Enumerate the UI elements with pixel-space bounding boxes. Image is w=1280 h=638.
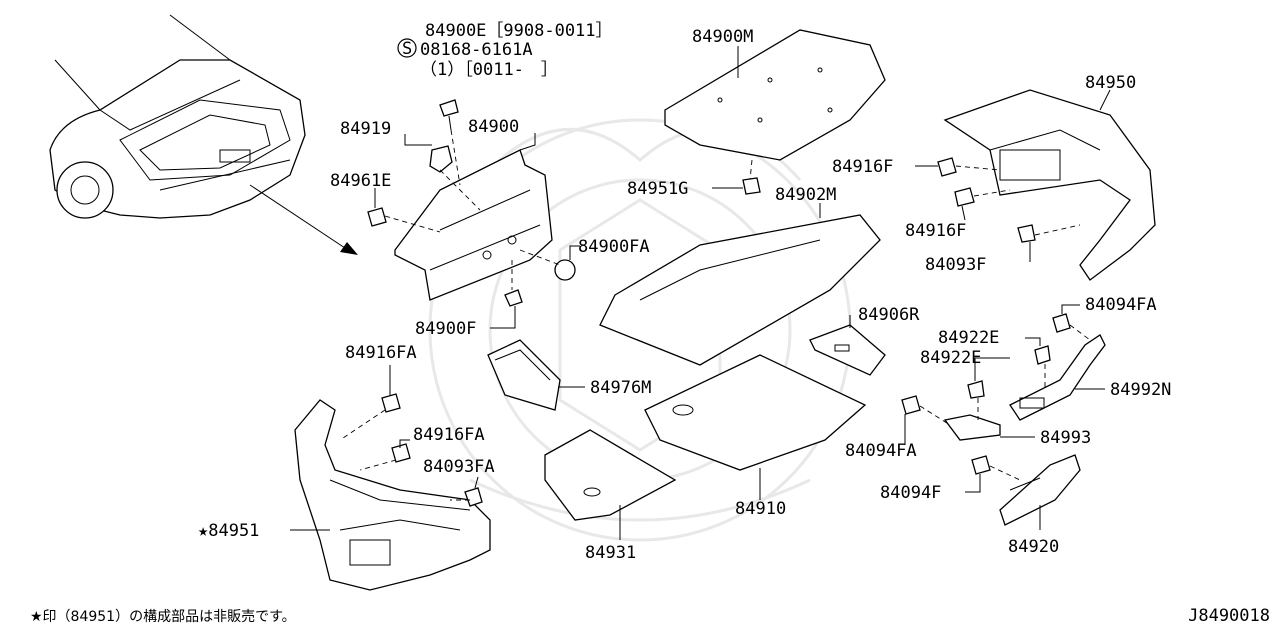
callout-84931: 84931 — [585, 543, 636, 563]
callout-84916F-a: 84916F — [832, 157, 893, 177]
part-84900-trim — [394, 149, 553, 301]
footnote: ★印（84951）の構成部品は非販売です。 — [30, 609, 296, 625]
drawing-code: J8490018 — [1188, 606, 1270, 626]
callout-84922E-b: 84922E — [920, 348, 981, 368]
callout-84900F: 84900F — [415, 319, 476, 339]
callout-84961E: 84961E — [330, 171, 391, 191]
callout-labels: 84900E［9908-0011］ 08168-6161A （1）［0011- … — [198, 21, 1171, 563]
clip-84900FA — [554, 259, 576, 281]
callout-84922E-a: 84922E — [938, 328, 999, 348]
callout-84916FA-b: 84916FA — [413, 425, 485, 445]
part-84900M-lid — [664, 29, 886, 161]
callout-84900M: 84900M — [692, 27, 753, 47]
screw-symbol-letter: S — [402, 39, 412, 59]
callout-84919: 84919 — [340, 119, 391, 139]
callout-84094F: 84094F — [880, 483, 941, 503]
part-84931 — [544, 429, 677, 521]
callout-84910: 84910 — [735, 499, 786, 519]
car-rear-illustration — [49, 14, 306, 219]
clip-84900F — [504, 289, 523, 307]
callout-84093FA: 84093FA — [423, 457, 495, 477]
callout-84993: 84993 — [1040, 428, 1091, 448]
callout-84976M: 84976M — [590, 378, 651, 398]
clip-84094FA-a — [1052, 313, 1071, 333]
clip-84961E — [367, 207, 387, 227]
clip-84916FA-a — [381, 393, 401, 413]
clip-84094FA-b — [901, 395, 921, 415]
part-84906R — [809, 324, 886, 376]
clip-84094F — [971, 455, 991, 475]
clip-84093F — [1017, 224, 1036, 243]
screw-84900E — [439, 99, 459, 131]
callout-84920: 84920 — [1008, 537, 1059, 557]
clip-84916F-b — [954, 187, 975, 207]
part-84910-board — [644, 354, 867, 471]
callout-84094FA-b: 84094FA — [845, 441, 917, 461]
callout-84902M: 84902M — [775, 185, 836, 205]
part-84950-side — [943, 89, 1156, 281]
callout-84900FA: 84900FA — [578, 237, 650, 257]
clip-84922E-b — [967, 380, 985, 399]
callout-84950: 84950 — [1085, 73, 1136, 93]
callout-84900E: 84900E［9908-0011］ — [425, 21, 613, 41]
part-84920 — [999, 454, 1081, 526]
callout-84093F: 84093F — [925, 255, 986, 275]
callout-84906R: 84906R — [858, 305, 920, 325]
clip-84093FA — [464, 487, 483, 507]
clip-84951G — [742, 177, 761, 195]
part-84951-side — [294, 399, 491, 591]
callout-84992N: 84992N — [1110, 380, 1171, 400]
clip-84922E-a — [1034, 345, 1051, 365]
callout-qty: （1）［0011- ］ — [420, 60, 558, 80]
part-84976M-box — [487, 339, 561, 411]
callout-84916F-b: 84916F — [905, 221, 966, 241]
clip-84916FA-b — [391, 443, 411, 463]
leader-lines — [290, 46, 1111, 540]
part-84902M-mat — [599, 214, 881, 366]
direction-arrow — [249, 184, 358, 255]
callout-84951: ★84951 — [198, 521, 259, 541]
callout-84951G: 84951G — [627, 179, 688, 199]
callout-08168-6161A: 08168-6161A — [420, 40, 533, 60]
part-84992N — [1009, 334, 1106, 421]
callout-84916FA-a: 84916FA — [345, 343, 417, 363]
part-84993 — [943, 414, 1001, 441]
callout-84094FA-a: 84094FA — [1085, 295, 1157, 315]
clip-84916F-a — [937, 157, 957, 177]
screw-symbol: S — [397, 38, 417, 59]
clip-84919 — [429, 145, 453, 173]
callout-84900: 84900 — [468, 117, 519, 137]
